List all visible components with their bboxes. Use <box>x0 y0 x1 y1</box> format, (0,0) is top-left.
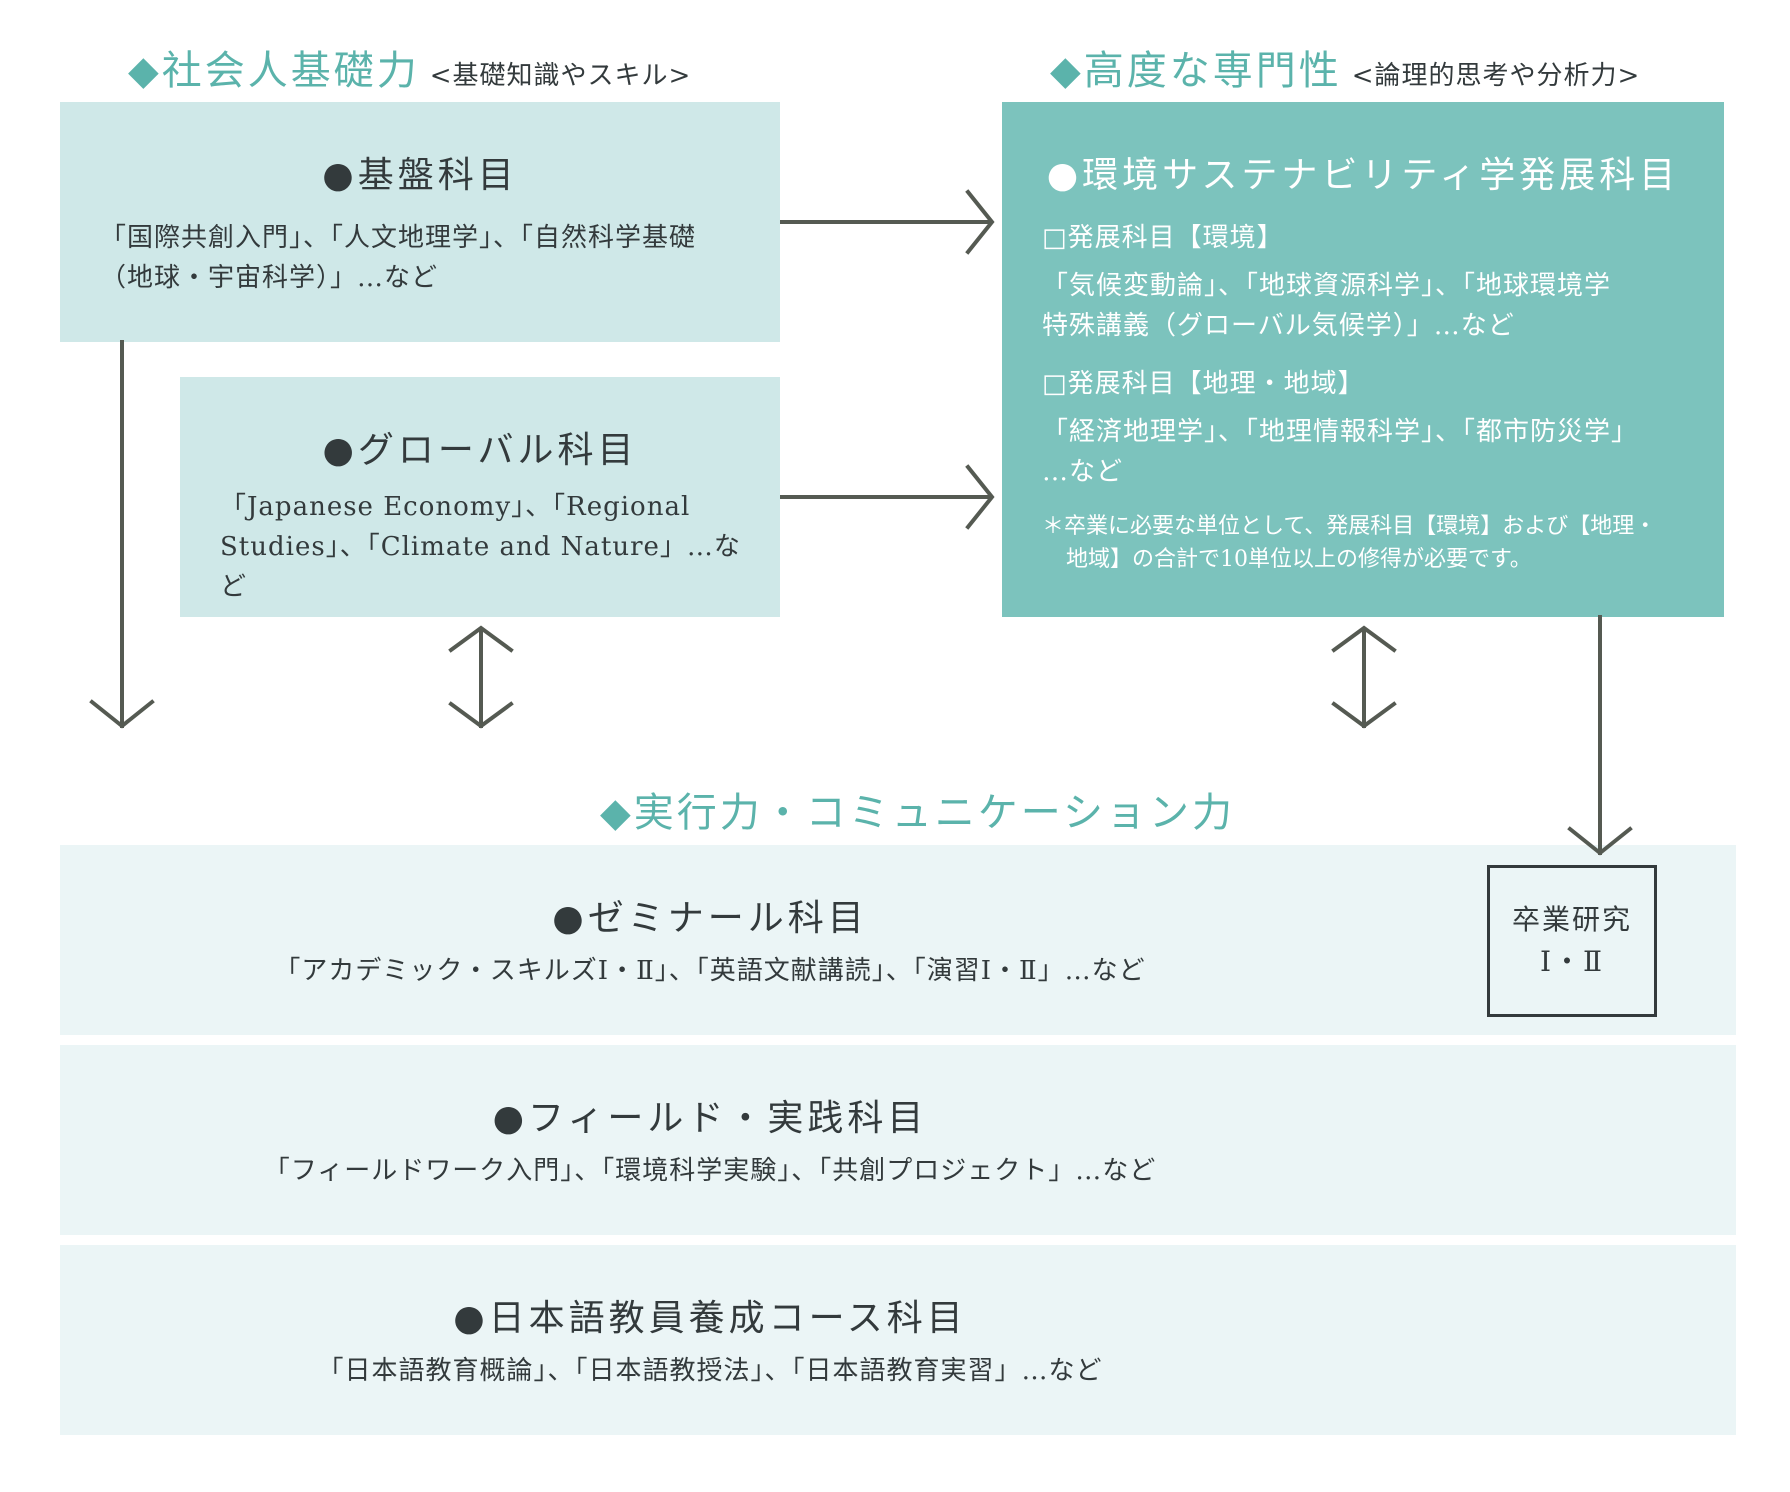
env-sub2-line: …など <box>1042 457 1124 487</box>
diamond-icon: ◆ <box>128 48 162 94</box>
global-text: 「Japanese Economy」、「Regional Studies」、「C… <box>220 487 760 607</box>
env-sub2-text: 「経済地理学」、「地理情報科学」、「都市防災学」 …など <box>1042 412 1702 492</box>
env-title: ●環境サステナビリティ学発展科目 <box>1046 155 1680 196</box>
env-sub1-line: 特殊講義（グローバル気候学）」…など <box>1042 311 1515 341</box>
seminar-text: 「アカデミック・スキルズⅠ・Ⅱ」、「英語文献講読」、「演習Ⅰ・Ⅱ」…など <box>274 956 1146 986</box>
double-arrow-icon <box>1331 625 1397 729</box>
heading-advanced-title: 高度な専門性 <box>1083 48 1342 94</box>
heading-basic-title: 社会人基礎力 <box>161 48 420 94</box>
heading-practical: ◆実行力・コミュニケーション力 <box>600 780 1235 838</box>
seminar-band: ●ゼミナール科目 「アカデミック・スキルズⅠ・Ⅱ」、「英語文献講読」、「演習Ⅰ・… <box>60 845 1736 1035</box>
global-title: ●グローバル科目 <box>322 430 638 471</box>
global-line: 「Japanese Economy」、「Regional <box>220 492 691 522</box>
env-note-line: ＊卒業に必要な単位として、発展科目【環境】および【地理・ <box>1042 514 1657 539</box>
japanese-band: ●日本語教員養成コース科目 「日本語教育概論」、「日本語教授法」、「日本語教育実… <box>60 1245 1736 1435</box>
diamond-icon: ◆ <box>600 790 634 836</box>
env-note: ＊卒業に必要な単位として、発展科目【環境】および【地理・ 地域】の合計で10単位… <box>1042 510 1712 576</box>
research-line: 卒業研究 <box>1511 903 1632 936</box>
seminar-title: ●ゼミナール科目 <box>552 898 868 939</box>
graduation-research-box: 卒業研究 Ⅰ・Ⅱ <box>1487 865 1657 1017</box>
kiban-line: 「国際共創入門」、「人文地理学」、「自然科学基礎 <box>100 223 697 253</box>
research-line: Ⅰ・Ⅱ <box>1539 945 1605 978</box>
arrow-right-icon <box>780 189 995 255</box>
kiban-text: 「国際共創入門」、「人文地理学」、「自然科学基礎 （地球・宇宙科学）」…など <box>100 218 760 298</box>
global-line: Studies」、「Climate and Nature」…など <box>220 532 741 602</box>
arrow-right-icon <box>780 464 995 530</box>
env-sub1-line: 「気候変動論」、「地球資源科学」、「地球環境学 <box>1042 271 1612 301</box>
env-sub1-text: 「気候変動論」、「地球資源科学」、「地球環境学 特殊講義（グローバル気候学）」…… <box>1042 266 1702 346</box>
arrow-down-icon <box>1567 615 1633 856</box>
env-note-line: 地域】の合計で10単位以上の修得が必要です。 <box>1066 547 1532 572</box>
field-text: 「フィールドワーク入門」、「環境科学実験」、「共創プロジェクト」…など <box>263 1156 1157 1186</box>
env-sub1: □発展科目【環境】 <box>1042 223 1284 253</box>
kiban-line: （地球・宇宙科学）」…など <box>100 263 439 293</box>
japanese-title: ●日本語教員養成コース科目 <box>453 1298 967 1339</box>
env-sub2-line: 「経済地理学」、「地理情報科学」、「都市防災学」 <box>1042 417 1639 447</box>
heading-advanced: ◆高度な専門性 <論理的思考や分析力> <box>1050 38 1640 96</box>
field-band: ●フィールド・実践科目 「フィールドワーク入門」、「環境科学実験」、「共創プロジ… <box>60 1045 1736 1235</box>
kiban-title: ●基盤科目 <box>322 155 518 196</box>
double-arrow-icon <box>448 625 514 729</box>
global-box: ●グローバル科目 「Japanese Economy」、「Regional St… <box>180 377 780 617</box>
kiban-box: ●基盤科目 「国際共創入門」、「人文地理学」、「自然科学基礎 （地球・宇宙科学）… <box>60 102 780 342</box>
japanese-text: 「日本語教育概論」、「日本語教授法」、「日本語教育実習」…など <box>317 1356 1103 1386</box>
env-sub2: □発展科目【地理・地域】 <box>1042 369 1365 399</box>
arrow-down-icon <box>89 340 155 729</box>
field-title: ●フィールド・実践科目 <box>492 1098 928 1139</box>
env-box: ●環境サステナビリティ学発展科目 □発展科目【環境】 「気候変動論」、「地球資源… <box>1002 102 1724 617</box>
heading-practical-title: 実行力・コミュニケーション力 <box>633 790 1235 836</box>
heading-basic-sub: <基礎知識やスキル> <box>429 61 692 91</box>
heading-advanced-sub: <論理的思考や分析力> <box>1351 61 1641 91</box>
diamond-icon: ◆ <box>1050 48 1084 94</box>
heading-basic-skills: ◆社会人基礎力 <基礎知識やスキル> <box>128 38 691 96</box>
